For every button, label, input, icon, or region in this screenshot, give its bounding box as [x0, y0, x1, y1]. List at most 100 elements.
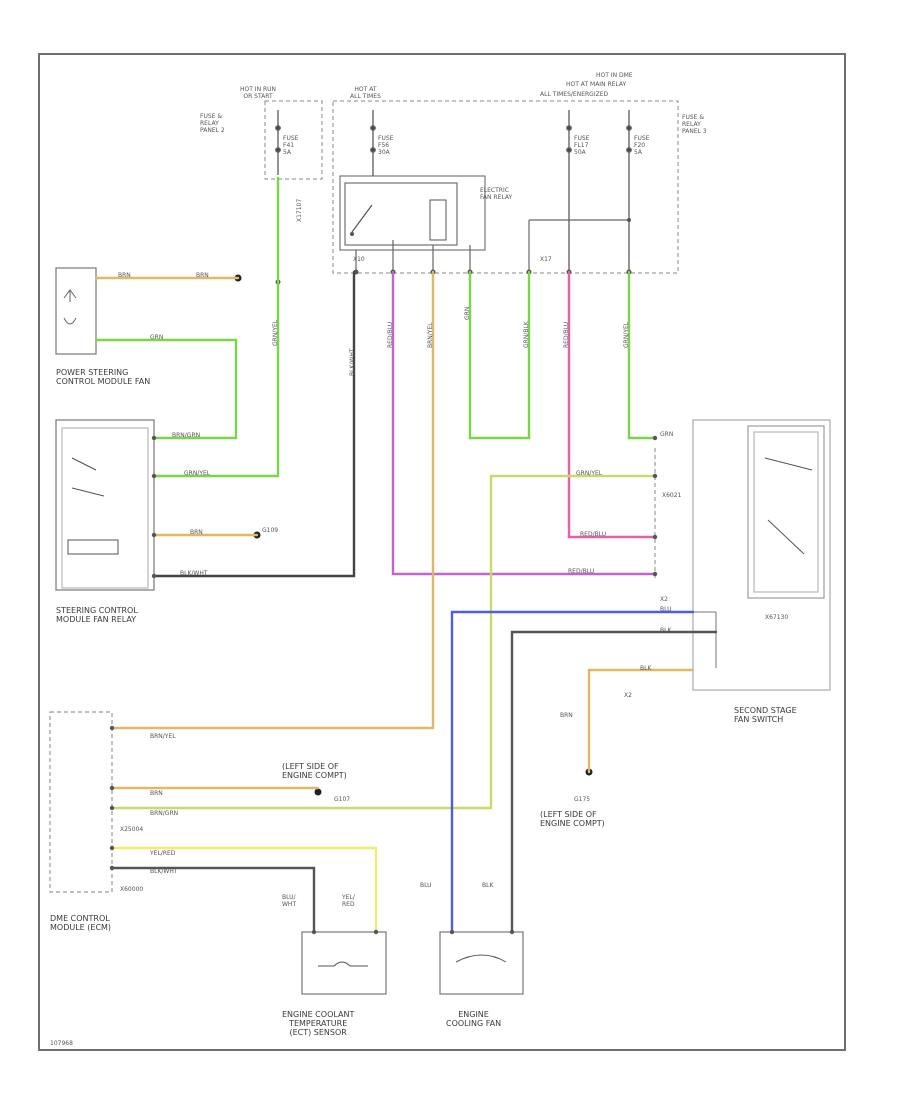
wire-yellow-ect	[110, 846, 378, 934]
ground-g107-label: G107	[334, 796, 351, 803]
ps-module-box	[55, 267, 97, 355]
panel-terminals	[275, 218, 632, 285]
wire-red-blu-vertical-2: RED/BLU	[563, 321, 570, 348]
fuse-f56-label: FUSE F56 30A	[378, 135, 394, 156]
wire-pink	[567, 270, 657, 539]
ps-motor-symbol	[63, 317, 77, 325]
fuse-f20-label: FUSE F20 5A	[634, 135, 650, 156]
fuse-relay-panel-2-label: FUSE & RELAY PANEL 2	[200, 113, 225, 134]
second-stage-inner-2	[753, 431, 819, 593]
ps-module-symbol	[63, 289, 77, 302]
wire-grn-ss-label: GRN	[660, 431, 674, 438]
wire-blu-fan-label: BLU	[420, 882, 432, 889]
wire-blue	[450, 610, 695, 934]
hot-run-start-label: HOT IN RUN OR START	[240, 86, 277, 100]
diagram-frame	[38, 53, 846, 1051]
wire-black-fan	[510, 630, 718, 934]
wire-blu-ss-label: BLU	[660, 606, 672, 613]
connector-pins	[109, 435, 658, 935]
footer-code: 107968	[50, 1040, 73, 1047]
hot-dme-label-3: ALL TIMES/ENERGIZED	[540, 91, 609, 98]
wire-grn-yel-ss-label: GRN/YEL	[576, 470, 603, 477]
left-side-label-1: (LEFT SIDE OF ENGINE COMPT)	[282, 762, 347, 780]
electric-fan-relay-inner	[344, 182, 458, 246]
wire-blk-ss-label: BLK	[660, 627, 672, 634]
wire-blk-wht-vertical: BLK/WHT	[349, 348, 356, 376]
hot-all-times-label: HOT AT ALL TIMES	[350, 86, 381, 100]
wire-grn-yel-relay-label: GRN/YEL	[184, 470, 211, 477]
fuse-panel-3-box	[332, 100, 679, 274]
wire-brn-top-label-2: BRN	[196, 272, 209, 279]
x17-label: X17	[540, 256, 552, 263]
wire-relay-tan	[110, 270, 435, 730]
wire-green-loop	[468, 270, 531, 440]
wire-ps-green	[94, 338, 238, 440]
wire-red-blu-label: RED/BLU	[580, 531, 607, 538]
steering-relay-coil	[67, 539, 119, 555]
steering-relay-contact-2	[71, 487, 105, 497]
ect-sensor-box	[301, 931, 387, 995]
wire-brn-yel-vertical: BRN/YEL	[427, 322, 434, 348]
wire-brn-grn-label: BRN/GRN	[172, 432, 201, 439]
x67130-label: X67130	[765, 614, 789, 621]
second-stage-contact-2	[767, 519, 805, 555]
fuse-f17-label: FUSE FL17 50A	[574, 135, 590, 156]
dme-module-box	[49, 711, 113, 893]
wire-purple	[391, 270, 657, 576]
second-stage-inner	[747, 425, 825, 599]
wire-red-blu-label-2: RED/BLU	[568, 568, 595, 575]
wire-brn-relay-label: BRN	[190, 529, 203, 536]
wire-blk-wht-ect	[110, 866, 316, 934]
wire-brn-ss-label: BRN	[560, 712, 573, 719]
steering-relay-box	[55, 419, 155, 591]
hot-dme-label-2: HOT AT MAIN RELAY	[566, 81, 627, 88]
colored-wires	[94, 176, 718, 934]
second-stage-box	[692, 419, 831, 691]
ect-sensor-symbol	[318, 961, 368, 967]
x25004-label: X25004	[120, 826, 144, 833]
wire-grn-yel-vertical: GRN/YEL	[272, 319, 279, 346]
cooling-fan-symbol	[455, 954, 507, 963]
fuse-group	[275, 110, 632, 270]
relay-contact	[351, 204, 373, 233]
wire-blu-wht-ect-label: BLU/ WHT	[282, 894, 297, 908]
cooling-fan-box	[439, 931, 524, 995]
ground-g109-label: G109	[262, 527, 279, 534]
relay-connections	[355, 219, 629, 272]
wire-grn-yel	[110, 474, 657, 810]
x2-label-2: X2	[624, 692, 632, 699]
second-stage-contact-1	[764, 457, 813, 471]
relay-pivot	[350, 232, 354, 236]
ect-sensor-label: ENGINE COOLANT TEMPERATURE (ECT) SENSOR	[282, 1010, 355, 1037]
steering-relay-contact	[71, 457, 97, 471]
wire-blk-wht-dme-label: BLK/WHT	[150, 868, 178, 875]
ground-g107	[314, 788, 322, 796]
wire-brn-yel-label: BRN/YEL	[150, 733, 176, 740]
wire-brn-dme-label: BRN	[150, 790, 163, 797]
wire-brn-grn-dme-label: BRN/GRN	[150, 810, 179, 817]
wire-red-blu-vertical: RED/BLU	[387, 321, 394, 348]
wire-yel-red-dme-label: YEL/RED	[150, 850, 176, 857]
wire-grn-ps-label: GRN	[150, 334, 164, 341]
cooling-fan-label: ENGINE COOLING FAN	[446, 1010, 502, 1028]
wire-g175-tan	[587, 668, 695, 774]
electric-fan-relay-label: ELECTRIC FAN RELAY	[480, 187, 513, 201]
wire-brn-top-label: BRN	[118, 272, 131, 279]
wire-f41-green	[152, 176, 280, 478]
wire-blk-ss-label-2: BLK	[640, 665, 652, 672]
hot-dme-label-1: HOT IN DME	[596, 72, 633, 79]
ps-module-label: POWER STEERING CONTROL MODULE FAN	[56, 368, 151, 386]
wire-f20-green	[627, 270, 657, 440]
fuse-relay-panel-3-label: FUSE & RELAY PANEL 3	[682, 114, 707, 135]
wire-grn-blk-vertical: GRN/BLK	[523, 321, 530, 348]
x60000-label: X60000	[120, 886, 144, 893]
dme-module-label: DME CONTROL MODULE (ECM)	[50, 914, 112, 932]
wire-grn-yel-vertical-2: GRN/YEL	[623, 321, 630, 348]
electric-fan-relay-box	[339, 175, 486, 251]
left-side-label-2: (LEFT SIDE OF ENGINE COMPT)	[540, 810, 605, 828]
wire-black-relay	[152, 270, 356, 578]
x17107-vertical-label: X17107	[296, 198, 303, 222]
wire-blk-wht-relay-label: BLK/WHT	[180, 570, 208, 577]
